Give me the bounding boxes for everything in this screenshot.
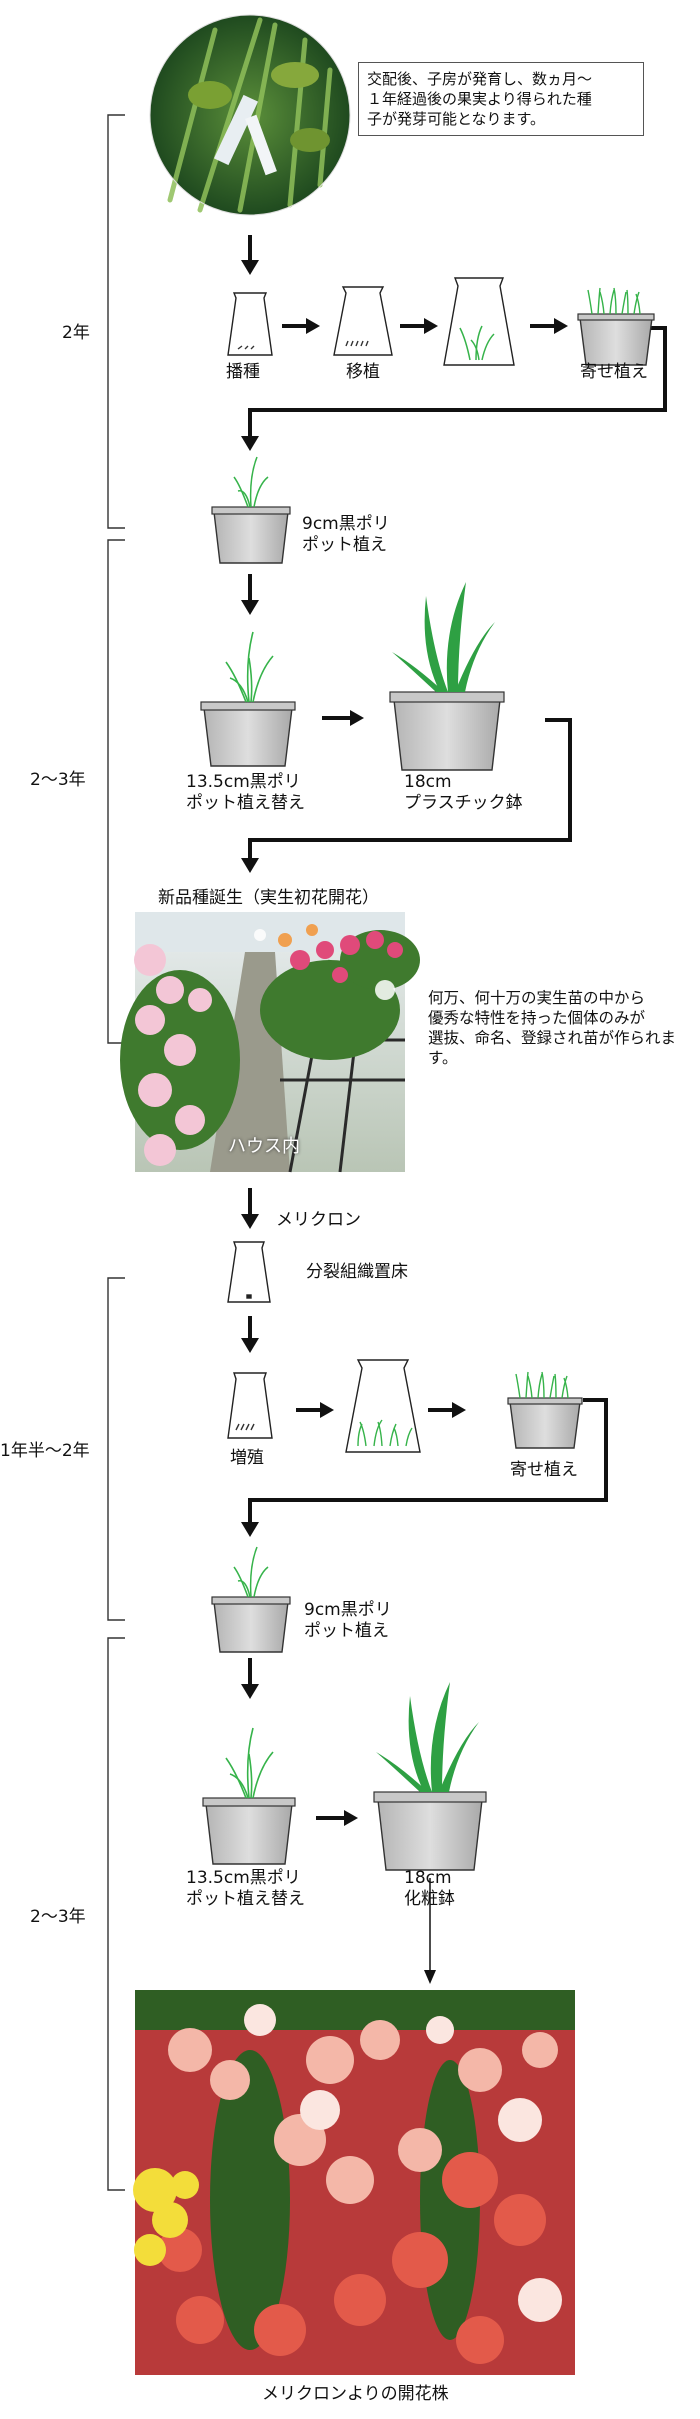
pot135-2 <box>202 1727 296 1865</box>
final-caption: メリクロンよりの開花株 <box>262 2384 449 2404</box>
pot135-1 <box>200 631 296 767</box>
pot18-1 <box>389 582 505 771</box>
pot18-2 <box>373 1682 487 1871</box>
pollination-photo <box>149 14 351 216</box>
flask-proliferation <box>227 1372 273 1439</box>
greenhouse-caption: ハウス内 <box>228 1136 300 1157</box>
flask-transplant <box>333 286 393 356</box>
greenhouse-photo <box>120 912 420 1173</box>
mericlone-title: メリクロン <box>276 1210 361 1230</box>
label-community-pot-2: 寄せ植え <box>510 1460 578 1480</box>
thin-arrow <box>424 1878 436 1984</box>
selection-note: 何万、何十万の実生苗の中から 優秀な特性を持った個体のみが 選抜、命名、登録され… <box>428 989 677 1067</box>
pollination-note: 交配後、子房が発育し、数ヵ月〜 １年経過後の果実より得られた種 子が発芽可能とな… <box>358 62 644 136</box>
flask-growing <box>443 277 515 366</box>
label-pot9-1: 9cm黒ポリ ポット植え <box>302 514 390 555</box>
label-transplant: 移植 <box>346 362 380 382</box>
flowering-photo <box>133 1990 575 2375</box>
label-proliferation: 増殖 <box>230 1448 264 1468</box>
label-pot135-1: 13.5cm黒ポリ ポット植え替え <box>186 772 305 813</box>
new-variety-title: 新品種誕生（実生初花開花） <box>158 888 379 908</box>
community-pot-1 <box>577 287 655 366</box>
community-pot-2 <box>507 1371 583 1449</box>
flow-arrows <box>241 235 568 1826</box>
pot9-2 <box>211 1546 291 1653</box>
label-pot9-2: 9cm黒ポリ ポット植え <box>304 1600 392 1641</box>
flask-meristem <box>227 1241 271 1303</box>
stage-label-2: 2〜3年 <box>30 770 86 790</box>
pot9-1 <box>211 456 291 564</box>
label-pot18-2: 18cm 化粧鉢 <box>404 1868 455 1909</box>
label-pot18-1: 18cm プラスチック鉢 <box>404 772 523 813</box>
stage-brackets <box>107 114 125 2191</box>
elbow-arrowheads <box>241 436 259 1537</box>
flask-growing-2 <box>345 1359 421 1453</box>
label-meristem: 分裂組織置床 <box>306 1262 408 1282</box>
flask-sowing <box>227 292 273 356</box>
label-sowing: 播種 <box>226 362 260 382</box>
stage-label-1: 2年 <box>62 323 90 343</box>
stage-label-4: 2〜3年 <box>30 1907 86 1927</box>
label-pot135-2: 13.5cm黒ポリ ポット植え替え <box>186 1868 305 1909</box>
label-community-pot-1: 寄せ植え <box>580 362 648 382</box>
stage-label-3: 1年半〜2年 <box>0 1441 90 1461</box>
elbow-connectors <box>248 326 667 1524</box>
